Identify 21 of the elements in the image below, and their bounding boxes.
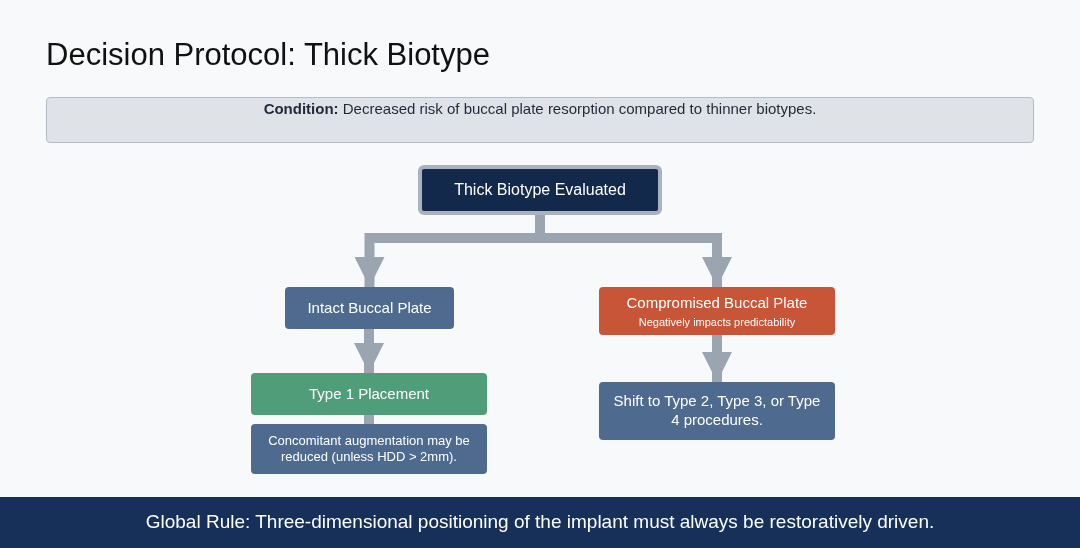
outcome-box <box>599 382 835 440</box>
node-label: Global Rule: Three-dimensional positioning of the implant must always be restoratively driven. <box>145 510 935 535</box>
node-label: Thick Biotype Evaluated <box>454 180 626 200</box>
note-box <box>251 424 487 474</box>
arrow <box>702 335 732 382</box>
arrow <box>354 329 384 373</box>
node-label: Condition: Decreased risk of buccal plate resorption compared to thinner biotypes. <box>263 99 817 119</box>
rule-banner <box>0 497 1080 548</box>
node-subtitle: Negatively impacts predictability <box>638 315 796 330</box>
node-label: Compromised Buccal Plate <box>626 292 808 313</box>
node-label: Type 1 Placement <box>308 383 430 404</box>
node-label: Shift to Type 2, Type 3, or Type 4 procedures. <box>612 392 822 430</box>
title: Decision Protocol: Thick Biotype <box>46 36 490 74</box>
node-label: Intact Buccal Plate <box>307 297 432 318</box>
process-box <box>285 287 454 329</box>
start-box <box>418 165 662 215</box>
outcome-box <box>251 373 487 415</box>
condition-banner <box>46 97 1034 143</box>
warning-box <box>599 287 835 335</box>
node-label: Concomitant augmentation may be reduced (unless HDD > 2mm). <box>267 432 471 466</box>
connector-line <box>364 415 374 424</box>
